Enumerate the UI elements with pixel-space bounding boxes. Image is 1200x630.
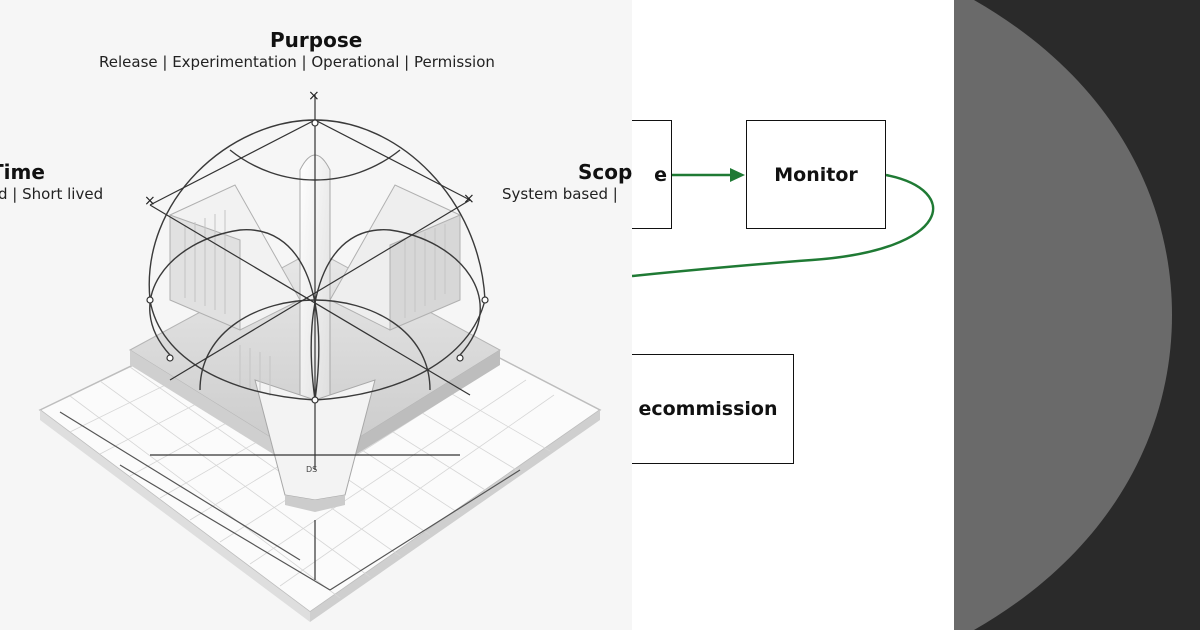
- arrow-to-monitor: [672, 168, 745, 182]
- decorative-panel: [954, 0, 1200, 630]
- cropped-step-box: e: [632, 120, 672, 229]
- scope-title: Scop: [578, 160, 632, 184]
- svg-text:×: ×: [463, 191, 475, 207]
- axis-end-glyphs: × × ×: [144, 88, 475, 209]
- axes-lines: [149, 95, 471, 580]
- isometric-shape-illustration: × × × DS: [38, 88, 602, 622]
- flow-arrows: [632, 168, 935, 278]
- axis-markers: [146, 119, 489, 404]
- scope-options: System based |: [502, 185, 618, 203]
- flow-diagram-panel: e Monitor ecommission: [632, 0, 954, 630]
- cropped-step-label: e: [654, 163, 667, 186]
- monitor-label: Monitor: [774, 163, 858, 186]
- half-circle-shape: [954, 0, 1172, 630]
- purpose-title: Purpose: [270, 28, 363, 52]
- time-title: Time: [0, 160, 45, 184]
- time-options: d | Short lived: [0, 185, 104, 203]
- purpose-options: Release | Experimentation | Operational …: [99, 53, 495, 71]
- illustration-panel: Purpose Release | Experimentation | Oper…: [0, 28, 632, 622]
- monitor-box: Monitor: [746, 120, 886, 229]
- decommission-label: ecommission: [638, 398, 778, 420]
- decommission-box: ecommission: [632, 354, 794, 464]
- svg-text:×: ×: [144, 193, 156, 209]
- svg-text:×: ×: [308, 88, 320, 104]
- center-label: DS: [306, 465, 317, 474]
